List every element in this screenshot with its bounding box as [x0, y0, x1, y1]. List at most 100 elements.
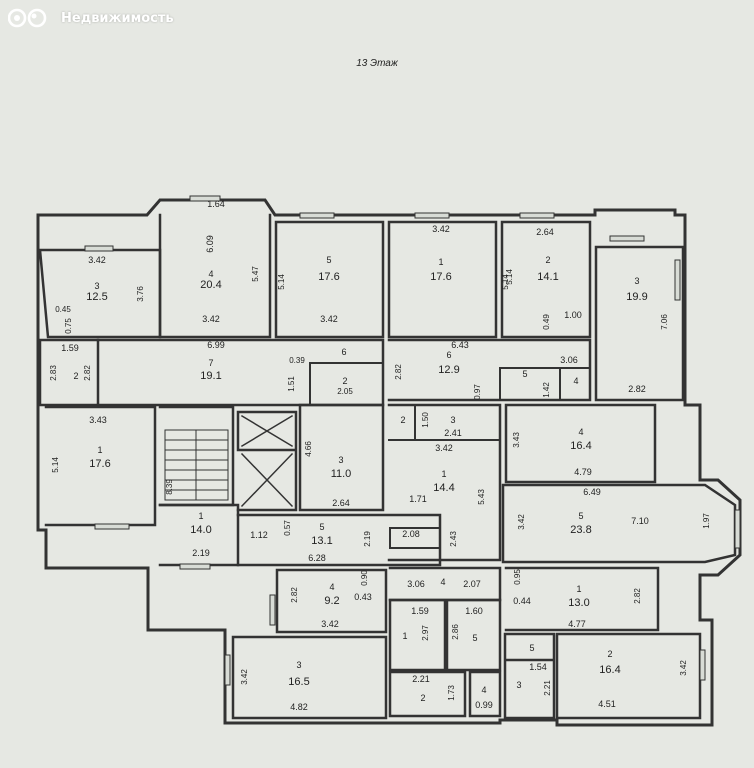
plan-label: 6 — [446, 350, 451, 360]
plan-label: 4.77 — [568, 619, 586, 629]
plan-label: 1 — [441, 469, 446, 479]
plan-label: 2.86 — [451, 624, 460, 640]
plan-label: 3.42 — [679, 660, 688, 676]
plan-label: 2.82 — [633, 588, 642, 604]
plan-label: 5 — [529, 643, 534, 653]
plan-label: 0.43 — [354, 592, 372, 602]
plan-label: 1 — [402, 631, 407, 641]
plan-label: 4 — [481, 685, 486, 695]
plan-label: 1 — [97, 445, 102, 455]
plan-label: 16.4 — [599, 664, 620, 676]
plan-label: 2 — [400, 415, 405, 425]
plan-label: 5.14 — [277, 274, 286, 290]
plan-label: 3 — [516, 680, 521, 690]
plan-label: 0.44 — [513, 596, 531, 606]
plan-label: 3.42 — [88, 255, 106, 265]
plan-label: 2.07 — [463, 579, 481, 589]
plan-label: 6.28 — [308, 553, 326, 563]
plan-label: 4 — [573, 376, 578, 386]
plan-label: 4 — [578, 427, 583, 437]
plan-label: 2.21 — [412, 674, 430, 684]
plan-label: 16.5 — [288, 676, 309, 688]
plan-label: 1.97 — [702, 513, 711, 529]
plan-label: 3 — [94, 281, 99, 291]
plan-label: 4.66 — [304, 441, 313, 457]
plan-label: 3 — [450, 415, 455, 425]
watermark-brand: Недвижимость — [61, 10, 174, 26]
plan-label: 1.54 — [529, 662, 547, 672]
plan-label: 6 — [341, 347, 346, 357]
plan-label: 1.00 — [564, 310, 582, 320]
plan-label: 1.64 — [207, 199, 225, 209]
plan-label: 3 — [634, 276, 639, 286]
plan-label: 12.5 — [86, 291, 107, 303]
plan-label: 9.2 — [324, 595, 339, 607]
windows — [84, 195, 741, 686]
plan-label: 13.1 — [311, 535, 332, 547]
plan-label: 0.75 — [64, 318, 73, 334]
plan-label: 16.4 — [570, 440, 591, 452]
plan-label: 11.0 — [331, 468, 352, 480]
plan-label: 7.06 — [660, 314, 669, 330]
plan-label: 5 — [319, 522, 324, 532]
plan-label: 2.19 — [192, 548, 210, 558]
plan-label: 3.42 — [320, 314, 338, 324]
plan-label: 5.14 — [501, 274, 510, 290]
plan-label: 3.06 — [560, 355, 578, 365]
plan-label: 1.71 — [409, 494, 427, 504]
plan-label: 20.4 — [200, 279, 221, 291]
plan-label: 4.51 — [598, 699, 616, 709]
plan-label: 0.39 — [289, 356, 305, 365]
plan-label: 2 — [342, 376, 347, 386]
plan-label: 0.45 — [55, 305, 71, 314]
plan-label: 7 — [208, 358, 213, 368]
plan-label: 3.42 — [321, 619, 339, 629]
plan-label: 3.42 — [432, 224, 450, 234]
plan-label: 2 — [607, 649, 612, 659]
plan-label: 3.42 — [240, 669, 249, 685]
plan-label: 1.50 — [421, 412, 430, 428]
plan-label: 1.73 — [447, 685, 456, 701]
plan-label: 2.64 — [536, 227, 554, 237]
plan-label: 0.49 — [542, 314, 551, 330]
plan-label: 17.6 — [318, 271, 339, 283]
watermark-logo: Недвижимость — [8, 8, 174, 28]
plan-label: 14.1 — [537, 271, 558, 283]
plan-label: 1.59 — [411, 606, 429, 616]
plan-label: 1.60 — [465, 606, 483, 616]
plan-label: 1.12 — [250, 530, 268, 540]
plan-label: 5.47 — [251, 266, 260, 282]
plan-label: 4 — [440, 577, 445, 587]
plan-label: 12.9 — [438, 364, 459, 376]
plan-label: 0.57 — [283, 520, 292, 536]
plan-label: 3.42 — [517, 514, 526, 530]
plan-label: 6.99 — [207, 340, 225, 350]
plan-label: 19.1 — [200, 370, 221, 382]
plan-label: 5 — [326, 255, 331, 265]
plan-label: 17.6 — [89, 458, 110, 470]
plan-label: 1.59 — [61, 343, 79, 353]
plan-label: 3.43 — [89, 415, 107, 425]
plan-label: 2 — [73, 371, 78, 381]
plan-label: 7.10 — [631, 516, 649, 526]
plan-label: 1 — [576, 584, 581, 594]
plan-label: 3.76 — [136, 286, 145, 302]
walls — [36, 198, 742, 727]
plan-label: 6.49 — [583, 487, 601, 497]
plan-label: 2.43 — [449, 531, 458, 547]
plan-label: 0.90 — [360, 570, 369, 586]
plan-label: 6.43 — [451, 340, 469, 350]
plan-label: 0.99 — [475, 700, 493, 710]
plan-label: 2.83 — [49, 365, 58, 381]
plan-label: 0.97 — [473, 384, 482, 400]
plan-label: 13.0 — [568, 597, 589, 609]
plan-label: 14.0 — [190, 524, 211, 536]
plan-label: 2.05 — [337, 387, 353, 396]
plan-label: 2.21 — [543, 680, 552, 696]
plan-label: 6.09 — [205, 235, 215, 253]
plan-label: 1.51 — [287, 376, 296, 392]
plan-label: 2.41 — [444, 428, 462, 438]
floor-title: 13 Этаж — [356, 58, 398, 69]
plan-label: 5 — [578, 511, 583, 521]
